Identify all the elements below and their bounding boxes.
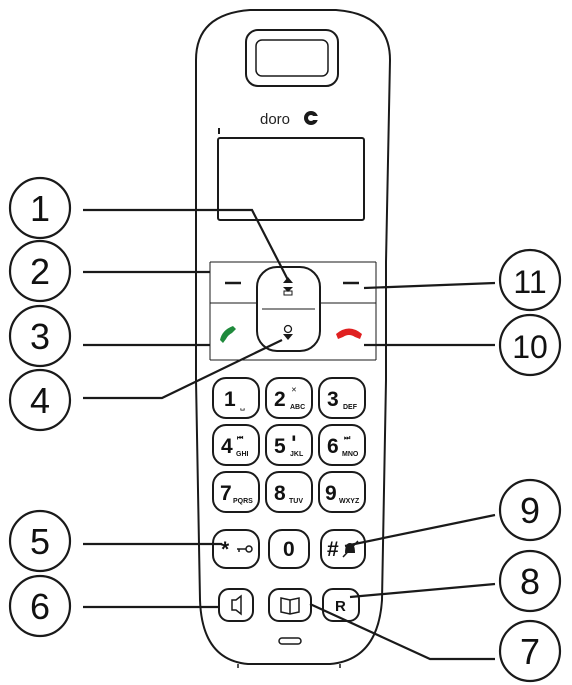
callouts: 1 2 3 4 5 6 7 8 9 10 11: [8, 176, 562, 683]
key-5-sub: JKL: [290, 451, 304, 458]
earpiece-inner: [255, 39, 329, 77]
phonebook-key[interactable]: [268, 588, 312, 622]
key-7-sub: PQRS: [233, 498, 253, 505]
key-4-main: 4: [221, 435, 233, 458]
key-hash-main: #: [327, 538, 339, 561]
brand-logo-text: doro: [260, 111, 290, 128]
brand-logo-icon: [304, 111, 319, 125]
volume-key[interactable]: [218, 588, 254, 622]
key-1-main: 1: [224, 388, 236, 411]
callout-3: 3: [8, 304, 72, 368]
call-key-icon[interactable]: [220, 326, 236, 343]
callout-lines: [83, 208, 496, 661]
key-1-sub: ␣: [240, 404, 245, 411]
end-call-key-icon[interactable]: [336, 328, 362, 340]
speaker-icon: [231, 594, 242, 616]
callout-5-label: 5: [30, 521, 50, 562]
leader-4: [83, 339, 283, 400]
key-star[interactable]: *: [212, 529, 260, 569]
callout-11: 11: [498, 248, 562, 312]
keypad: 1 ␣ 2 ✕ ABC 3 DEF 4 ⏮ GHI 5 ▮ JKL: [212, 377, 366, 622]
key-7-main: 7: [220, 482, 232, 505]
callout-10-label: 10: [512, 329, 548, 365]
key-star-main: *: [221, 538, 230, 561]
key-5-main: 5: [274, 435, 286, 458]
callout-5: 5: [8, 509, 72, 573]
key-9-main: 9: [325, 482, 337, 505]
key-3-main: 3: [327, 388, 339, 411]
sensor-dot: [218, 128, 220, 134]
book-icon: [280, 597, 300, 615]
callout-9: 9: [498, 478, 562, 542]
nav-down-arrow-icon: [283, 324, 293, 340]
callout-10: 10: [498, 313, 562, 377]
key-2-mute-icon: ✕: [291, 387, 297, 394]
handset: doro: [195, 9, 392, 668]
key-5[interactable]: 5 ▮ JKL: [265, 424, 313, 466]
callout-7: 7: [498, 619, 562, 683]
callout-9-label: 9: [520, 490, 540, 531]
key-9[interactable]: 9 WXYZ: [318, 471, 366, 513]
leader-1: [83, 208, 289, 281]
callout-7-label: 7: [520, 631, 540, 672]
key-4-prev-icon: ⏮: [237, 435, 244, 442]
key-2-main: 2: [274, 388, 286, 411]
callout-2: 2: [8, 239, 72, 303]
display-screen: [217, 137, 365, 221]
callout-11-label: 11: [513, 264, 546, 300]
leader-9: [344, 513, 496, 548]
callout-8: 8: [498, 549, 562, 613]
key-2[interactable]: 2 ✕ ABC: [265, 377, 313, 419]
keylock-icon: [237, 545, 253, 553]
key-4[interactable]: 4 ⏮ GHI: [212, 424, 260, 466]
key-6-next-icon: ⏭: [344, 435, 351, 442]
callout-3-label: 3: [30, 316, 50, 357]
callout-1-label: 1: [30, 188, 50, 229]
key-3-sub: DEF: [343, 404, 358, 411]
callout-6-label: 6: [30, 586, 50, 627]
key-8-main: 8: [274, 482, 286, 505]
key-3[interactable]: 3 DEF: [318, 377, 366, 419]
r-key-label: R: [335, 598, 346, 615]
key-6-main: 6: [327, 435, 339, 458]
leader-11: [363, 281, 496, 290]
key-6-sub: MNO: [342, 451, 359, 458]
key-9-sub: WXYZ: [339, 498, 360, 505]
callout-4: 4: [8, 368, 72, 432]
key-0-main: 0: [283, 538, 295, 561]
key-2-sub: ABC: [290, 404, 305, 411]
leader-7: [309, 603, 495, 661]
key-6[interactable]: 6 ⏭ MNO: [318, 424, 366, 466]
callout-8-label: 8: [520, 561, 540, 602]
key-0[interactable]: 0: [268, 529, 310, 569]
key-4-sub: GHI: [236, 451, 249, 458]
leader-8: [349, 582, 496, 599]
key-1[interactable]: 1 ␣: [212, 377, 260, 419]
r-key[interactable]: R: [322, 588, 360, 622]
callout-4-label: 4: [30, 380, 50, 421]
key-8[interactable]: 8 TUV: [265, 471, 313, 513]
key-hash[interactable]: #: [320, 529, 366, 569]
callout-6: 6: [8, 574, 72, 638]
key-8-sub: TUV: [289, 498, 303, 505]
callout-2-label: 2: [30, 251, 50, 292]
microphone-slot: [278, 637, 302, 645]
callout-1: 1: [8, 176, 72, 240]
key-7[interactable]: 7 PQRS: [212, 471, 260, 513]
key-5-pause-icon: ▮: [292, 435, 296, 442]
